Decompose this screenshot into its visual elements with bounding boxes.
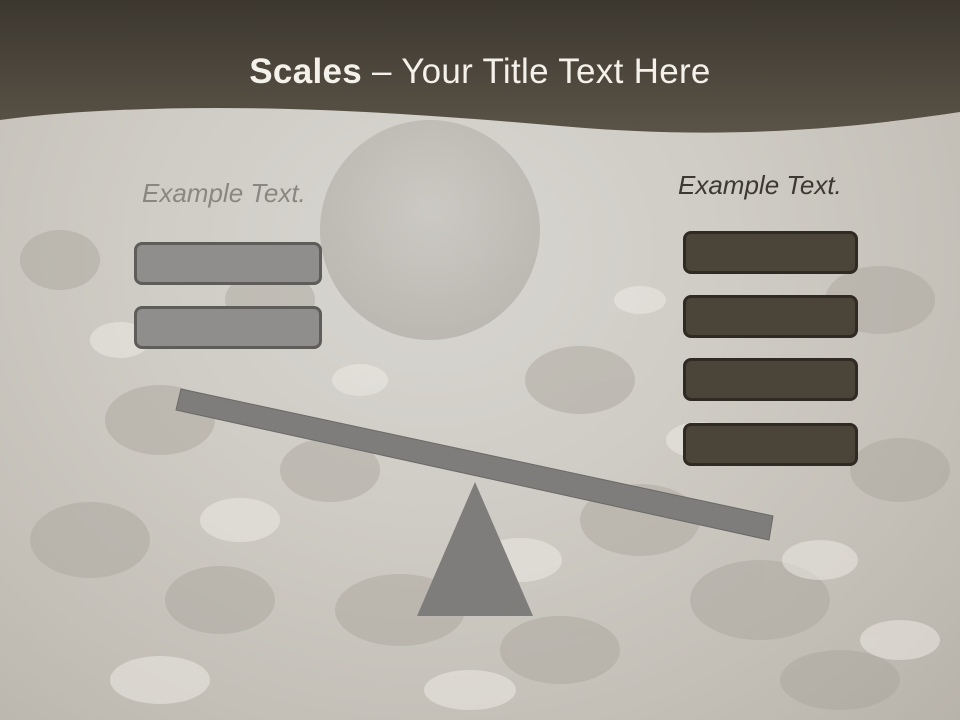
title-bold-text: Scales [249, 52, 363, 91]
right-text-box-3[interactable] [683, 358, 858, 401]
left-text-box-2[interactable] [134, 306, 322, 349]
right-text-box-1[interactable] [683, 231, 858, 274]
left-text-box-1[interactable] [134, 242, 322, 285]
title-rest-text: – Your Title Text Here [362, 52, 711, 91]
slide-title: Scales – Your Title Text Here [0, 52, 960, 92]
title-banner [0, 0, 960, 133]
scale-fulcrum [417, 482, 533, 616]
right-example-label: Example Text. [678, 170, 842, 200]
left-example-label: Example Text. [142, 178, 306, 208]
right-text-box-4[interactable] [683, 423, 858, 466]
right-text-box-2[interactable] [683, 295, 858, 338]
scale-beam [175, 388, 774, 541]
